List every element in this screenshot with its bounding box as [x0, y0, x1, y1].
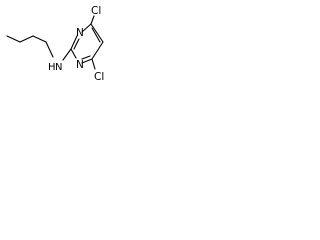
atom-cl-bottom: Cl — [94, 71, 104, 83]
atom-cl-top: Cl — [91, 5, 101, 17]
bond-butyl-c3-c4 — [32, 35, 47, 43]
bond-butyl-c1-c2 — [6, 35, 21, 43]
chemical-structure: Cl N N H N Cl — [6, 5, 104, 83]
atom-nh-n: N — [55, 62, 62, 73]
atom-n-ring-top: N — [76, 27, 84, 39]
atom-n-ring-bottom: N — [76, 59, 84, 71]
bond-c4-n3 — [81, 58, 93, 64]
bond-butyl-c4-n — [45, 41, 54, 58]
bond-n3-c2 — [70, 48, 77, 59]
bond-c6-c5 — [90, 23, 104, 43]
bond-c6-cl — [90, 15, 95, 25]
bond-inner-c4-n3 — [81, 55, 91, 60]
bond-nh-c2 — [62, 48, 72, 61]
bond-c2-n1 — [70, 35, 78, 50]
bond-inner-c2-n1 — [73, 38, 80, 50]
bond-c5-c4 — [91, 41, 104, 60]
bond-butyl-c2-c3 — [19, 35, 34, 43]
bond-c4-cl — [91, 58, 96, 70]
bond-inner-c6-c5 — [91, 27, 101, 43]
bond-n1-c6 — [81, 23, 92, 33]
atom-nh-h: H — [48, 62, 56, 73]
